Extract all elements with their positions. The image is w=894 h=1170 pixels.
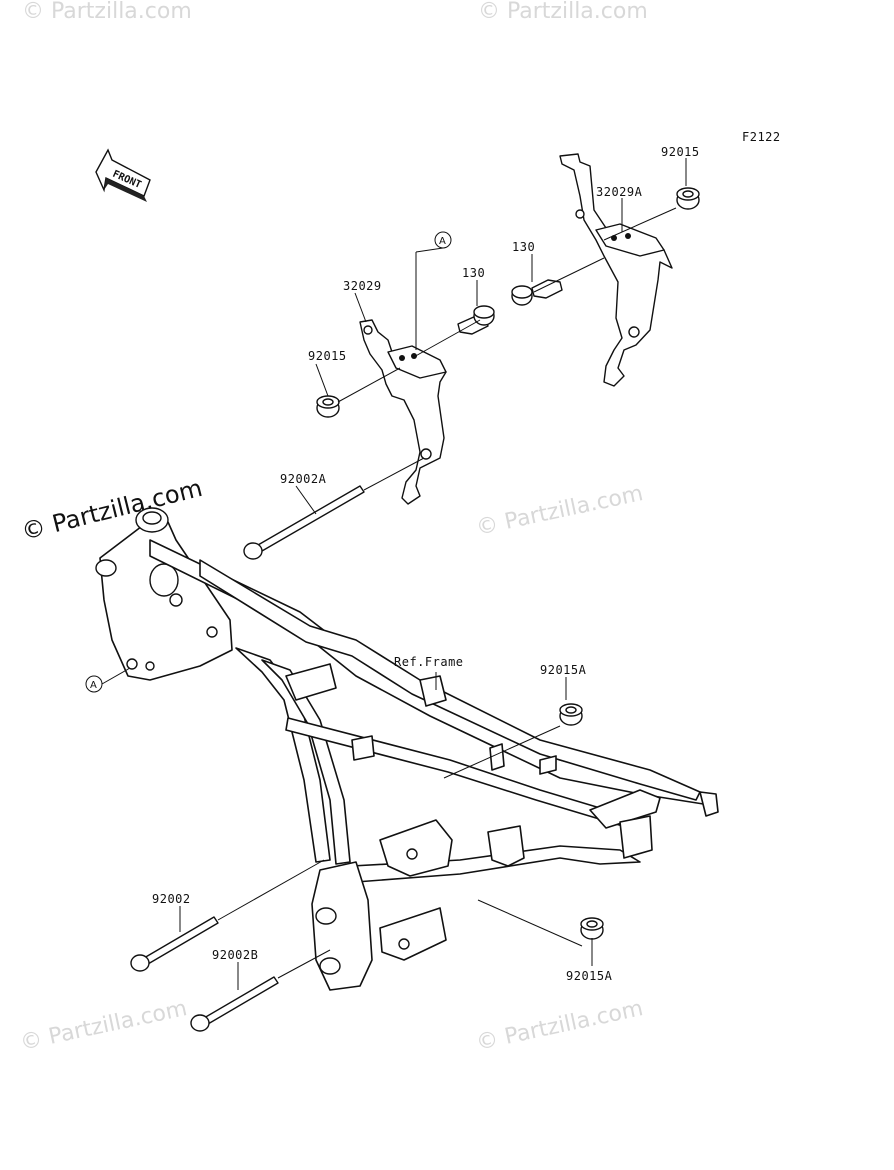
bolt-92002 [130,916,219,972]
label-92002A: 92002A [280,472,327,486]
label-32029: 32029 [343,279,382,293]
label-32029A: 32029A [596,185,643,199]
washer-92015-left [316,395,340,418]
bracket-32029 [359,319,447,505]
label-92015A-upper: 92015A [540,663,587,677]
svg-text:A: A [90,680,97,691]
watermark-top-left: © Partzilla.com [22,0,192,24]
washer-92015-top [676,187,700,210]
front-arrow-icon: FRONT [95,148,151,202]
watermark-bottom-left: © Partzilla.com [18,996,189,1056]
label-ref-frame: Ref.Frame [394,655,464,669]
washer-92015A-upper [559,703,583,726]
ref-callout-a-frame: A [85,675,103,693]
label-130-left: 130 [462,266,485,280]
watermark-mid-right: © Partzilla.com [474,481,645,541]
label-92015A-lower: 92015A [566,969,613,983]
label-130-right: 130 [512,240,535,254]
bolt-130-right [511,279,563,306]
label-92015-top: 92015 [661,145,700,159]
svg-text:A: A [439,236,446,247]
label-92002: 92002 [152,892,191,906]
motorcycle-frame [95,507,719,991]
washer-92015A-lower [580,917,604,940]
watermark-main: © Partzilla.com [19,474,205,546]
leader-lines [101,158,687,990]
ref-callout-a-top: A [434,231,452,249]
bolt-92002A [243,485,365,560]
figure-code: F2122 [742,130,781,144]
watermark-bottom-right: © Partzilla.com [474,996,645,1056]
label-92002B: 92002B [212,948,258,962]
watermark-top-right: © Partzilla.com [478,0,648,24]
label-92015-left: 92015 [308,349,347,363]
bolt-92002B [190,976,279,1032]
